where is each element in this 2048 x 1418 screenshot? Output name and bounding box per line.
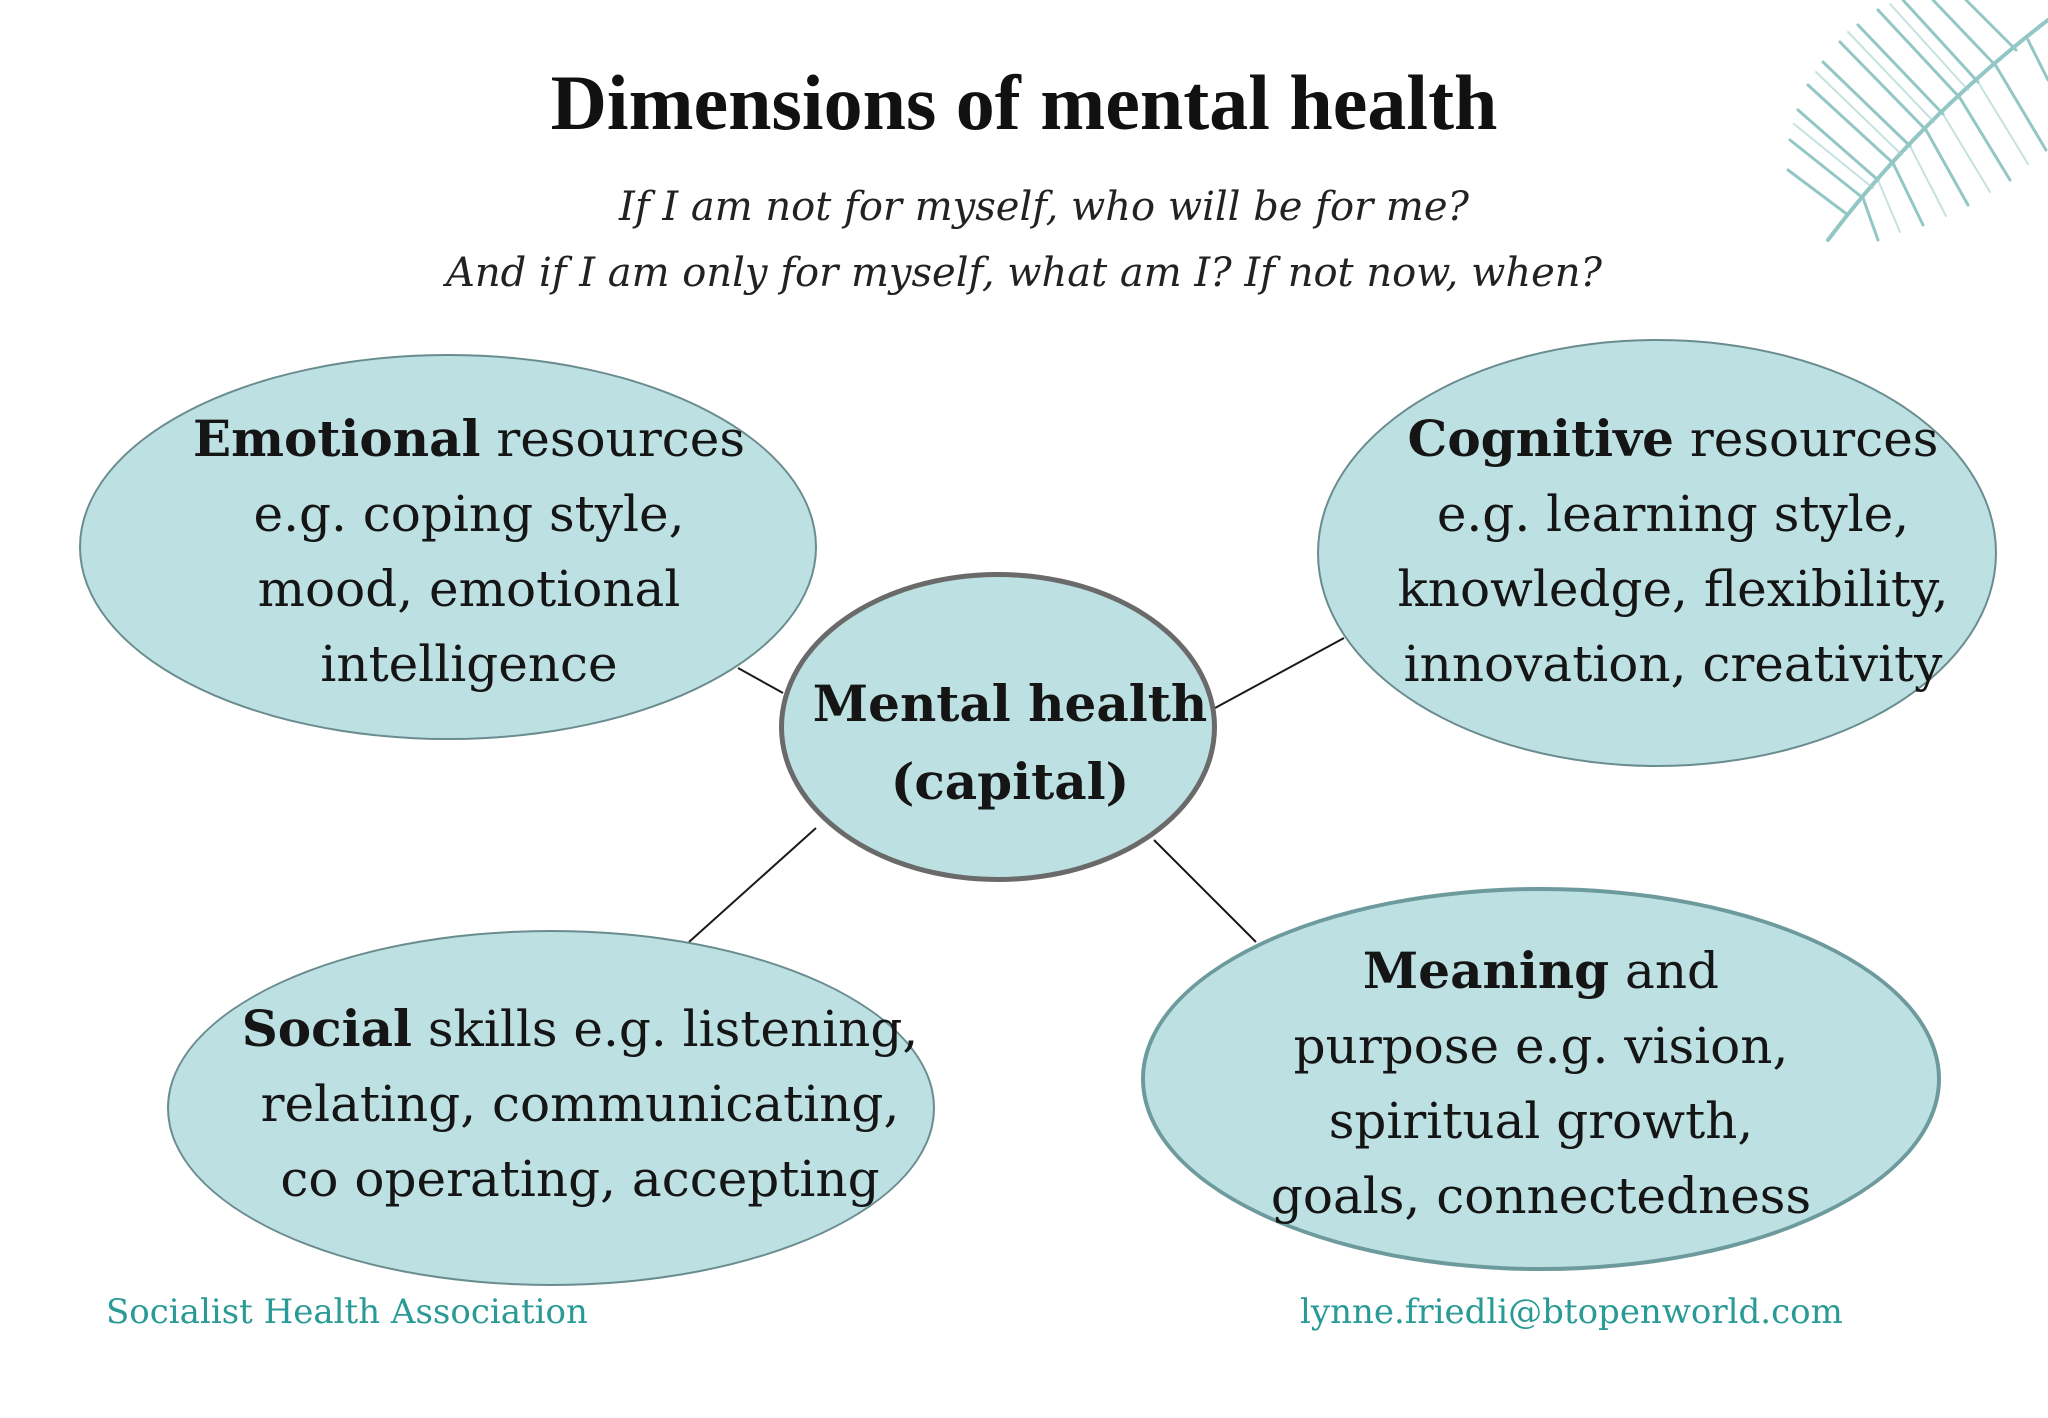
connector-emotional — [737, 667, 784, 694]
emotional-text: Emotional resources e.g. coping style, m… — [79, 401, 859, 702]
meaning-text: Meaning and purpose e.g. vision, spiritu… — [1141, 933, 1941, 1234]
social-line-3: co operating, accepting — [280, 1150, 880, 1208]
cognitive-line-4: innovation, creativity — [1403, 635, 1943, 693]
center-bubble — [779, 572, 1217, 882]
center-line-1: Mental health — [812, 674, 1208, 733]
social-text: Social skills e.g. listening, relating, … — [210, 991, 950, 1217]
cognitive-line-2: e.g. learning style, — [1436, 485, 1910, 543]
connector-social — [688, 827, 817, 943]
cognitive-keyword: Cognitive — [1407, 409, 1674, 468]
emotional-bubble — [79, 354, 817, 740]
footer-organization: Socialist Health Association — [106, 1292, 588, 1332]
emotional-line-3: mood, emotional — [257, 560, 681, 618]
palm-leaf-icon — [1786, 0, 2048, 242]
cognitive-line-1: Cognitive resources — [1407, 409, 1939, 468]
connector-meaning — [1153, 839, 1257, 943]
page-title: Dimensions of mental health — [550, 59, 1498, 146]
meaning-keyword: Meaning — [1362, 941, 1610, 1000]
social-keyword: Social — [241, 999, 412, 1058]
connector-cognitive — [1214, 637, 1345, 709]
social-line-1: Social skills e.g. listening, — [241, 999, 919, 1058]
footer-email: lynne.friedli@btopenworld.com — [1300, 1292, 1843, 1332]
cognitive-bubble — [1317, 339, 1997, 767]
social-line-2: relating, communicating, — [260, 1075, 900, 1133]
meaning-line-2: purpose e.g. vision, — [1293, 1017, 1789, 1075]
emotional-line-1: Emotional resources — [192, 409, 746, 468]
meaning-line-1: Meaning and — [1362, 941, 1720, 1000]
emotional-keyword: Emotional — [192, 409, 481, 468]
center-text: Mental health (capital) — [779, 665, 1241, 821]
meaning-bubble — [1141, 887, 1941, 1271]
social-bubble — [167, 930, 935, 1286]
emotional-line-2: e.g. coping style, — [253, 485, 685, 543]
meaning-line-4: goals, connectedness — [1270, 1167, 1812, 1225]
center-line-2: (capital) — [890, 752, 1130, 811]
cognitive-text: Cognitive resources e.g. learning style,… — [1317, 401, 2029, 702]
meaning-line-3: spiritual growth, — [1328, 1092, 1754, 1150]
quote-line-1: If I am not for myself, who will be for … — [619, 184, 1469, 230]
cognitive-line-3: knowledge, flexibility, — [1397, 560, 1949, 618]
emotional-line-4: intelligence — [320, 635, 618, 693]
quote-line-2: And if I am only for myself, what am I? … — [446, 250, 1602, 296]
